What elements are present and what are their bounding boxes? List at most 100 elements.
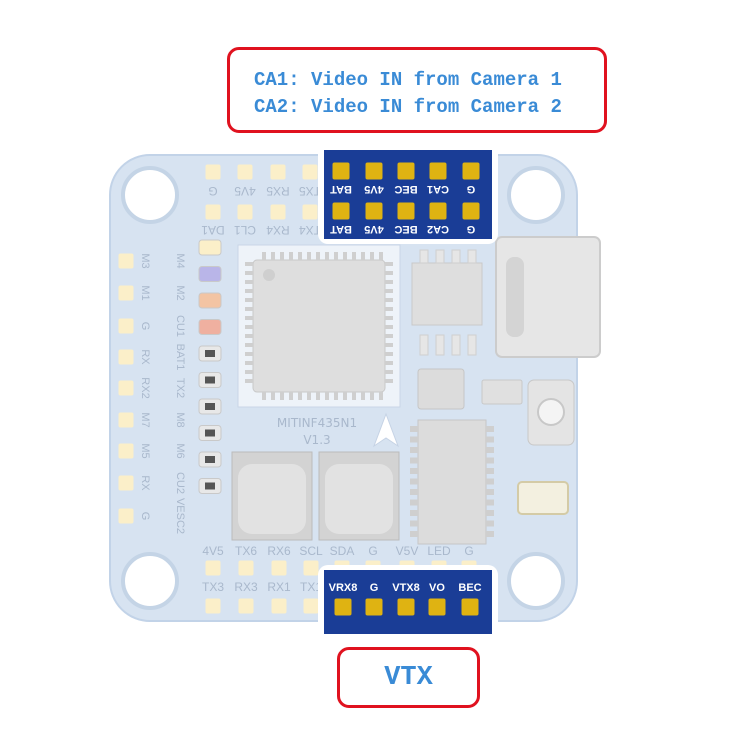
pad-label: RX4 (266, 223, 290, 237)
solder-pad (205, 598, 221, 614)
camera-pad (462, 162, 480, 180)
camera-pad (332, 202, 350, 220)
solder-pad (118, 318, 134, 334)
button-icon (527, 379, 575, 446)
mcu-chip (237, 244, 401, 408)
mcu-pins (245, 252, 393, 400)
vtx-pad-label: VO (429, 582, 445, 594)
pad-label: G (464, 544, 473, 558)
camera-callout-line-1: CA1: Video IN from Camera 1 (254, 69, 562, 91)
solder-pad (118, 285, 134, 301)
solder-pad (205, 204, 221, 220)
secondary-chip-pins (419, 249, 477, 356)
camera-pad-label: CA1 (427, 183, 449, 195)
pad-label: CU2 (174, 472, 186, 494)
vtx-pad (334, 598, 352, 616)
solder-pad (271, 560, 287, 576)
vtx-pad-label: BEC (458, 582, 481, 594)
pad-label: TX4 (299, 223, 321, 237)
pad-label: CU1 (174, 315, 186, 337)
pad-label: M4 (174, 253, 186, 268)
crystal-oscillator (517, 481, 569, 515)
solder-pad (118, 380, 134, 396)
usb-c-connector (495, 236, 601, 358)
pad-label: RX6 (267, 544, 291, 558)
board-model-label: MITINF435N1 (277, 416, 357, 430)
pad-label: RX2 (139, 377, 151, 398)
small-component (481, 379, 523, 405)
small-ic (417, 368, 465, 410)
solder-pad (302, 204, 318, 220)
camera-pad-label: 4V5 (364, 183, 384, 195)
solder-pad (205, 164, 221, 180)
pad-label: LED (427, 544, 451, 558)
pad-label: CL1 (234, 223, 256, 237)
camera-pad (429, 202, 447, 220)
solder-pad (118, 508, 134, 524)
long-ic-pins (410, 426, 494, 537)
vtx-pad (428, 598, 446, 616)
pad-label: G (139, 322, 151, 331)
solder-pad (118, 253, 134, 269)
pad-label: RX (139, 349, 151, 365)
solder-pad (237, 204, 253, 220)
camera-pad-label: BAT (330, 223, 352, 235)
solder-pad (118, 349, 134, 365)
pad-label: RX3 (234, 580, 258, 594)
pad-label: M1 (139, 285, 151, 300)
camera-pad-label: BAT (330, 183, 352, 195)
inductor-left (231, 451, 313, 541)
pad-label: TX5 (299, 184, 321, 198)
camera-pad (365, 202, 383, 220)
long-ic (417, 419, 487, 545)
camera-pad-label: G (467, 223, 476, 235)
solder-pad (238, 560, 254, 576)
camera-pad (462, 202, 480, 220)
pad-label: G (208, 184, 217, 198)
solder-pad (270, 204, 286, 220)
solder-pad (238, 598, 254, 614)
pad-label: BAT1 (174, 344, 186, 371)
solder-pad (118, 412, 134, 428)
camera-callout-box: CA1: Video IN from Camera 1 CA2: Video I… (227, 47, 607, 133)
pad-label: SDA (330, 544, 355, 558)
camera-pad (397, 202, 415, 220)
solder-pad (303, 598, 319, 614)
camera-pad (397, 162, 415, 180)
camera-callout-line-2: CA2: Video IN from Camera 2 (254, 96, 562, 118)
solder-pad (303, 560, 319, 576)
solder-pad (302, 164, 318, 180)
led-column (198, 239, 222, 494)
pad-label: RX1 (267, 580, 291, 594)
solder-pad (237, 164, 253, 180)
camera-pad-label: G (467, 183, 476, 195)
pad-label: TX6 (235, 544, 257, 558)
solder-pad (118, 475, 134, 491)
pad-label: M5 (139, 443, 151, 458)
pad-label: V5V (396, 544, 419, 558)
vtx-pad (461, 598, 479, 616)
vtx-callout-box: VTX (337, 647, 480, 708)
pad-label: SCL (299, 544, 323, 558)
mounting-holes (121, 166, 565, 610)
pad-label: M7 (139, 412, 151, 427)
camera-pad (365, 162, 383, 180)
pad-label: TX3 (202, 580, 224, 594)
vtx-pad (365, 598, 383, 616)
pad-label: G (139, 512, 151, 521)
solder-pad (270, 164, 286, 180)
pad-label: M3 (139, 253, 151, 268)
camera-pad-label: BEC (394, 223, 417, 235)
vtx-pad (397, 598, 415, 616)
pad-label: VESC2 (174, 498, 186, 534)
pad-label: M8 (174, 412, 186, 427)
inductor-right (318, 451, 400, 541)
pad-label: G (368, 544, 377, 558)
camera-pad-label: CA2 (427, 223, 449, 235)
vtx-pad-label: VRX8 (329, 582, 358, 594)
pad-label: TX2 (174, 378, 186, 398)
logo-icon (372, 412, 400, 448)
secondary-chip (411, 262, 483, 326)
